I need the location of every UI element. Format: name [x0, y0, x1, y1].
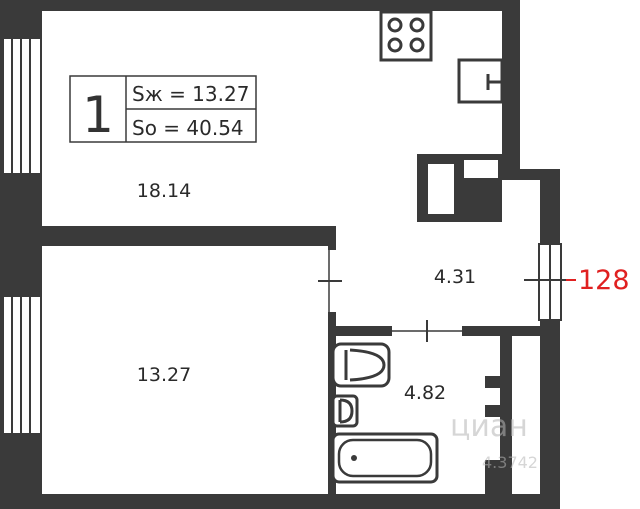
bathroom-area: 4.82 — [404, 382, 446, 404]
washbasin-icon — [331, 342, 391, 388]
watermark-brand: циан — [450, 409, 528, 444]
entrance-door — [524, 243, 576, 321]
sink-icon — [457, 58, 504, 104]
living-room-area: 18.14 — [137, 180, 191, 202]
bathtub-icon — [331, 432, 439, 484]
room-count: 1 — [82, 86, 114, 144]
living-area-label: Sж = 13.27 — [132, 82, 249, 106]
window-top-left — [2, 37, 42, 175]
watermark: циан 4.3742 — [450, 409, 538, 472]
door-bedroom — [318, 250, 342, 312]
apartment-number: 128 — [578, 265, 630, 296]
door-bathroom — [392, 320, 462, 342]
watermark-code: 4.3742 — [482, 453, 538, 472]
summary-badge: 1 Sж = 13.27 So = 40.54 — [69, 75, 257, 144]
wardrobe-icon — [417, 154, 502, 222]
stove-icon — [379, 10, 433, 62]
bedroom-area: 13.27 — [137, 364, 191, 386]
toilet-icon — [331, 394, 359, 428]
window-bottom-left — [2, 295, 42, 435]
hallway-area: 4.31 — [434, 266, 476, 288]
total-area-label: So = 40.54 — [132, 116, 244, 140]
